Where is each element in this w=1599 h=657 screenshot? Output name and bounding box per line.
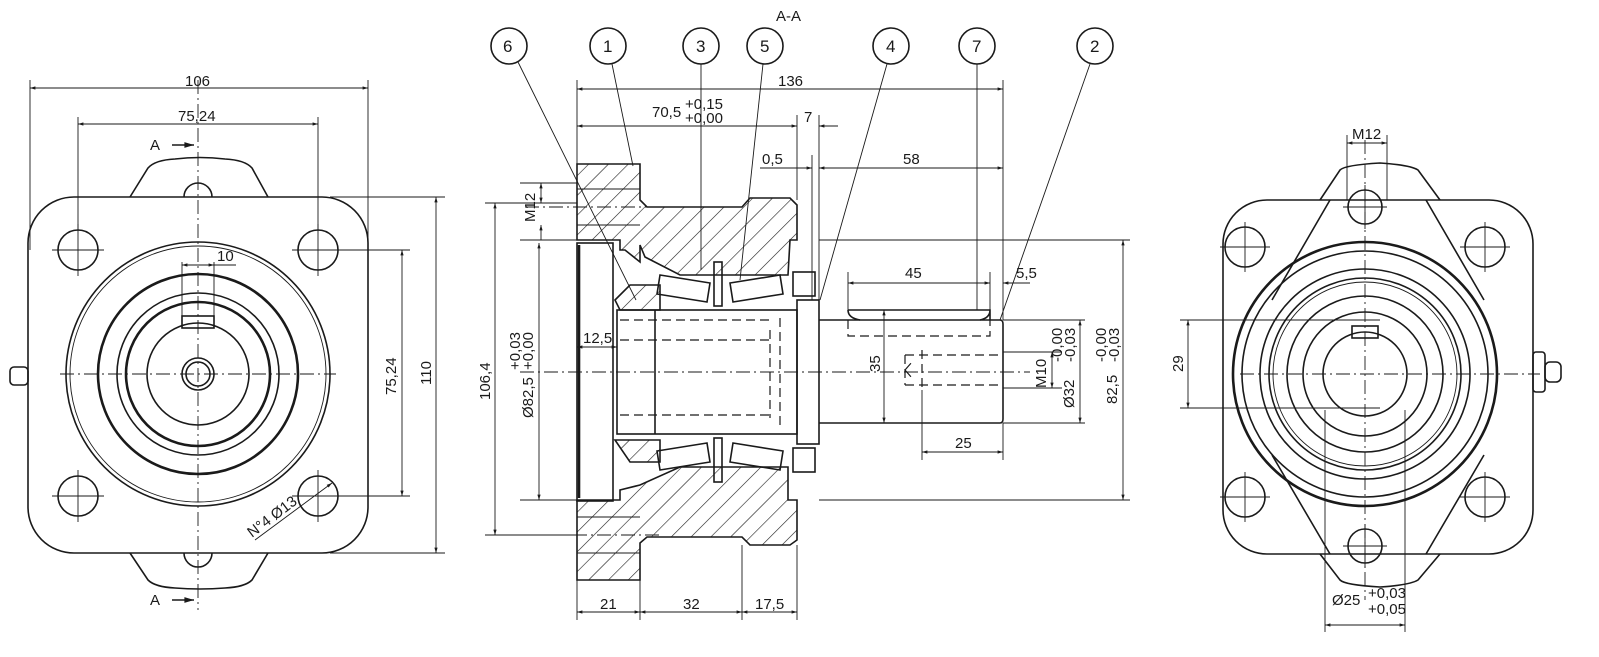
centerlines xyxy=(60,80,336,610)
svg-text:3: 3 xyxy=(696,37,705,56)
dim-overall-height: 110 xyxy=(418,361,435,385)
svg-text:2: 2 xyxy=(1090,37,1099,56)
dim-bolt-spacing-v: 75,24 xyxy=(383,357,400,395)
balloon-1: 1 xyxy=(589,27,627,65)
housing-section xyxy=(576,163,798,581)
rear-dim-bore-dia: Ø25 xyxy=(1332,592,1360,609)
dim-flange-height: 106,4 xyxy=(477,362,494,400)
dim-pilot-tol-lower: -0,03 xyxy=(1106,328,1123,362)
section-view: A-A 6 1 3 5 4 7 2 xyxy=(477,8,1130,620)
svg-text:6: 6 xyxy=(503,37,512,56)
section-marker-bottom: A xyxy=(150,592,160,609)
section-marker-top: A xyxy=(150,137,160,154)
dim-pilot-tol-upper: -0,00 xyxy=(1093,328,1110,362)
dim-bearing-seat-tol-upper: +0,15 xyxy=(685,96,723,113)
svg-text:4: 4 xyxy=(886,37,895,56)
rear-grease-nipple xyxy=(1532,351,1562,393)
shaft xyxy=(616,299,1004,445)
balloon-2: 2 xyxy=(1076,27,1114,65)
bottom-lug xyxy=(129,552,269,590)
dim-key-height: 35 xyxy=(867,355,884,372)
balloon-4: 4 xyxy=(872,27,910,65)
section-title: A-A xyxy=(776,8,801,25)
dim-bearing-seat-tol-lower: +0,00 xyxy=(685,110,723,127)
svg-text:1: 1 xyxy=(603,37,612,56)
dim-bore-tol-lower: +0,00 xyxy=(520,332,537,370)
dim-key-length: 45 xyxy=(905,265,922,282)
dim-thread-m10: M10 xyxy=(1033,359,1050,388)
rear-top-lug xyxy=(1319,162,1441,201)
section-centerlines xyxy=(520,206,1030,536)
dim-gap-05: 0,5 xyxy=(762,151,783,168)
rear-centerlines xyxy=(1240,140,1540,600)
dim-shaft-tol-upper: -0,00 xyxy=(1049,328,1066,362)
rear-dimension-lines xyxy=(1180,135,1406,632)
dim-spigot: 12,5 xyxy=(583,330,612,347)
balloon-6: 6 xyxy=(490,27,528,65)
dim-bearing-seat: 70,5 xyxy=(652,104,681,121)
dim-gap-7: 7 xyxy=(804,109,812,126)
dim-key-offset: 5,5 xyxy=(1016,265,1037,282)
rear-lug-edges xyxy=(1271,199,1485,555)
dim-overall-width: 106 xyxy=(185,73,210,90)
dim-bore-tol-upper: +0,03 xyxy=(507,332,524,370)
dim-bore-dia: Ø82,5 xyxy=(520,377,537,418)
dim-holes-note: N°4 Ø13 xyxy=(244,493,300,541)
rear-dim-bore-tol-lower: +0,05 xyxy=(1368,601,1406,618)
rear-dim-bore-tol-upper: +0,03 xyxy=(1368,585,1406,602)
top-lug xyxy=(129,156,269,198)
rear-dim-key: 29 xyxy=(1170,355,1187,372)
front-view: A A 106 75,24 10 75,24 110 N°4 Ø13 xyxy=(9,73,445,610)
dim-bolt-spacing-h: 75,24 xyxy=(178,108,216,125)
dim-shaft-tol-lower: -0,03 xyxy=(1062,328,1079,362)
dim-seg-3: 17,5 xyxy=(755,596,784,613)
grease-nipple xyxy=(9,366,29,386)
dim-seg-2: 32 xyxy=(683,596,700,613)
tapered-bearings xyxy=(656,261,816,483)
dimension-lines xyxy=(29,80,445,554)
rear-dim-thread-m12: M12 xyxy=(1352,126,1381,143)
balloon-3: 3 xyxy=(682,27,720,65)
dim-shaft-dia: Ø32 xyxy=(1061,380,1078,408)
balloon-5: 5 xyxy=(746,27,784,65)
dim-thread-depth: 25 xyxy=(955,435,972,452)
dim-pilot-dia: 82,5 xyxy=(1104,375,1121,404)
balloon-7: 7 xyxy=(958,27,996,65)
dim-thread-m12: M12 xyxy=(522,193,539,222)
rear-view: M12 29 Ø25 +0,03 +0,05 xyxy=(1170,126,1562,632)
dim-overall-length: 136 xyxy=(778,73,803,90)
section-dimension-lines xyxy=(485,80,1130,620)
dim-key-width: 10 xyxy=(217,248,234,265)
svg-text:7: 7 xyxy=(972,37,981,56)
rear-bottom-lug xyxy=(1319,553,1441,588)
dim-shaft-length: 58 xyxy=(903,151,920,168)
dim-seg-1: 21 xyxy=(600,596,617,613)
svg-text:5: 5 xyxy=(760,37,769,56)
